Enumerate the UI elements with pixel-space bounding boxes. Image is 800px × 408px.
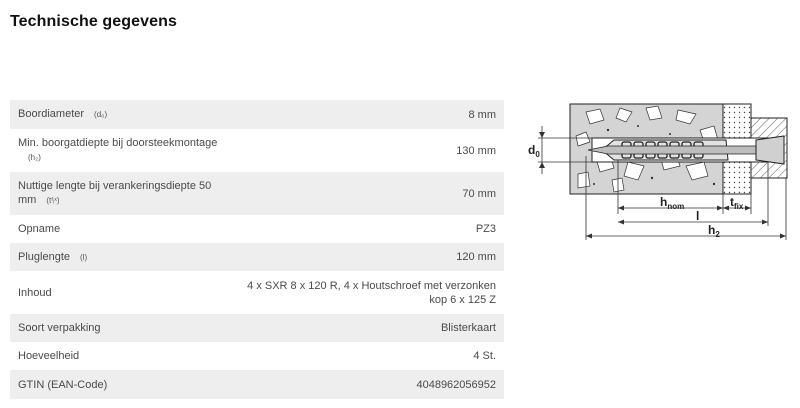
table-row: Nuttige lengte bij verankeringsdiepte 50… bbox=[10, 172, 504, 215]
row-symbol: (h₂) bbox=[28, 153, 41, 162]
table-row: GTIN (EAN-Code) 4048962056952 bbox=[10, 370, 504, 399]
row-label: Hoeveelheid bbox=[10, 342, 238, 370]
page-title: Technische gegevens bbox=[10, 13, 178, 30]
row-value: 8 mm bbox=[238, 100, 504, 129]
row-label: Nuttige lengte bij verankeringsdiepte 50… bbox=[10, 172, 238, 215]
d0-label: d0 bbox=[528, 143, 540, 159]
table-row: Min. boorgatdiepte bij doorsteekmontage(… bbox=[10, 129, 504, 172]
table-row: Pluglengte(l) 120 mm bbox=[10, 243, 504, 271]
row-symbol: (l) bbox=[80, 252, 88, 262]
row-label: Boordiameter(d₀) bbox=[10, 100, 238, 129]
row-value: 70 mm bbox=[238, 172, 504, 215]
row-value: 4 x SXR 8 x 120 R, 4 x Houtschroef met v… bbox=[238, 271, 504, 314]
spec-table: Boordiameter(d₀) 8 mm Min. boorgatdiepte… bbox=[10, 100, 504, 399]
row-label: Inhoud bbox=[10, 271, 238, 314]
row-symbol: (d₀) bbox=[94, 110, 108, 119]
row-value: PZ3 bbox=[238, 215, 504, 243]
hnom-tfix-dimension: hnom tfix bbox=[618, 195, 751, 211]
table-row: Opname PZ3 bbox=[10, 215, 504, 243]
row-value: 4 St. bbox=[238, 342, 504, 370]
tfix-label: tfix bbox=[730, 195, 744, 211]
table-row: Hoeveelheid 4 St. bbox=[10, 342, 504, 370]
anchor-dimension-diagram: d0 hnom tfix l h2 bbox=[528, 103, 788, 240]
row-label: Pluglengte(l) bbox=[10, 243, 238, 271]
h2-label: h2 bbox=[708, 223, 720, 239]
row-value: 130 mm bbox=[238, 129, 504, 172]
hnom-label: hnom bbox=[660, 195, 684, 211]
screw bbox=[587, 135, 785, 165]
l-dimension: l bbox=[618, 209, 768, 225]
d0-dimension: d0 bbox=[528, 126, 592, 174]
l-label: l bbox=[696, 209, 699, 223]
row-label: Min. boorgatdiepte bij doorsteekmontage(… bbox=[10, 129, 238, 172]
table-row: Inhoud 4 x SXR 8 x 120 R, 4 x Houtschroe… bbox=[10, 271, 504, 314]
row-label: GTIN (EAN-Code) bbox=[10, 370, 238, 399]
row-label: Soort verpakking bbox=[10, 314, 238, 342]
row-value: 4048962056952 bbox=[238, 370, 504, 399]
h2-dimension: h2 bbox=[586, 223, 786, 239]
row-value: 120 mm bbox=[238, 243, 504, 271]
row-label: Opname bbox=[10, 215, 238, 243]
table-row: Soort verpakking Blisterkaart bbox=[10, 314, 504, 342]
table-row: Boordiameter(d₀) 8 mm bbox=[10, 100, 504, 129]
row-symbol: (tᶠᵢˣ) bbox=[46, 196, 60, 205]
row-value: Blisterkaart bbox=[238, 314, 504, 342]
